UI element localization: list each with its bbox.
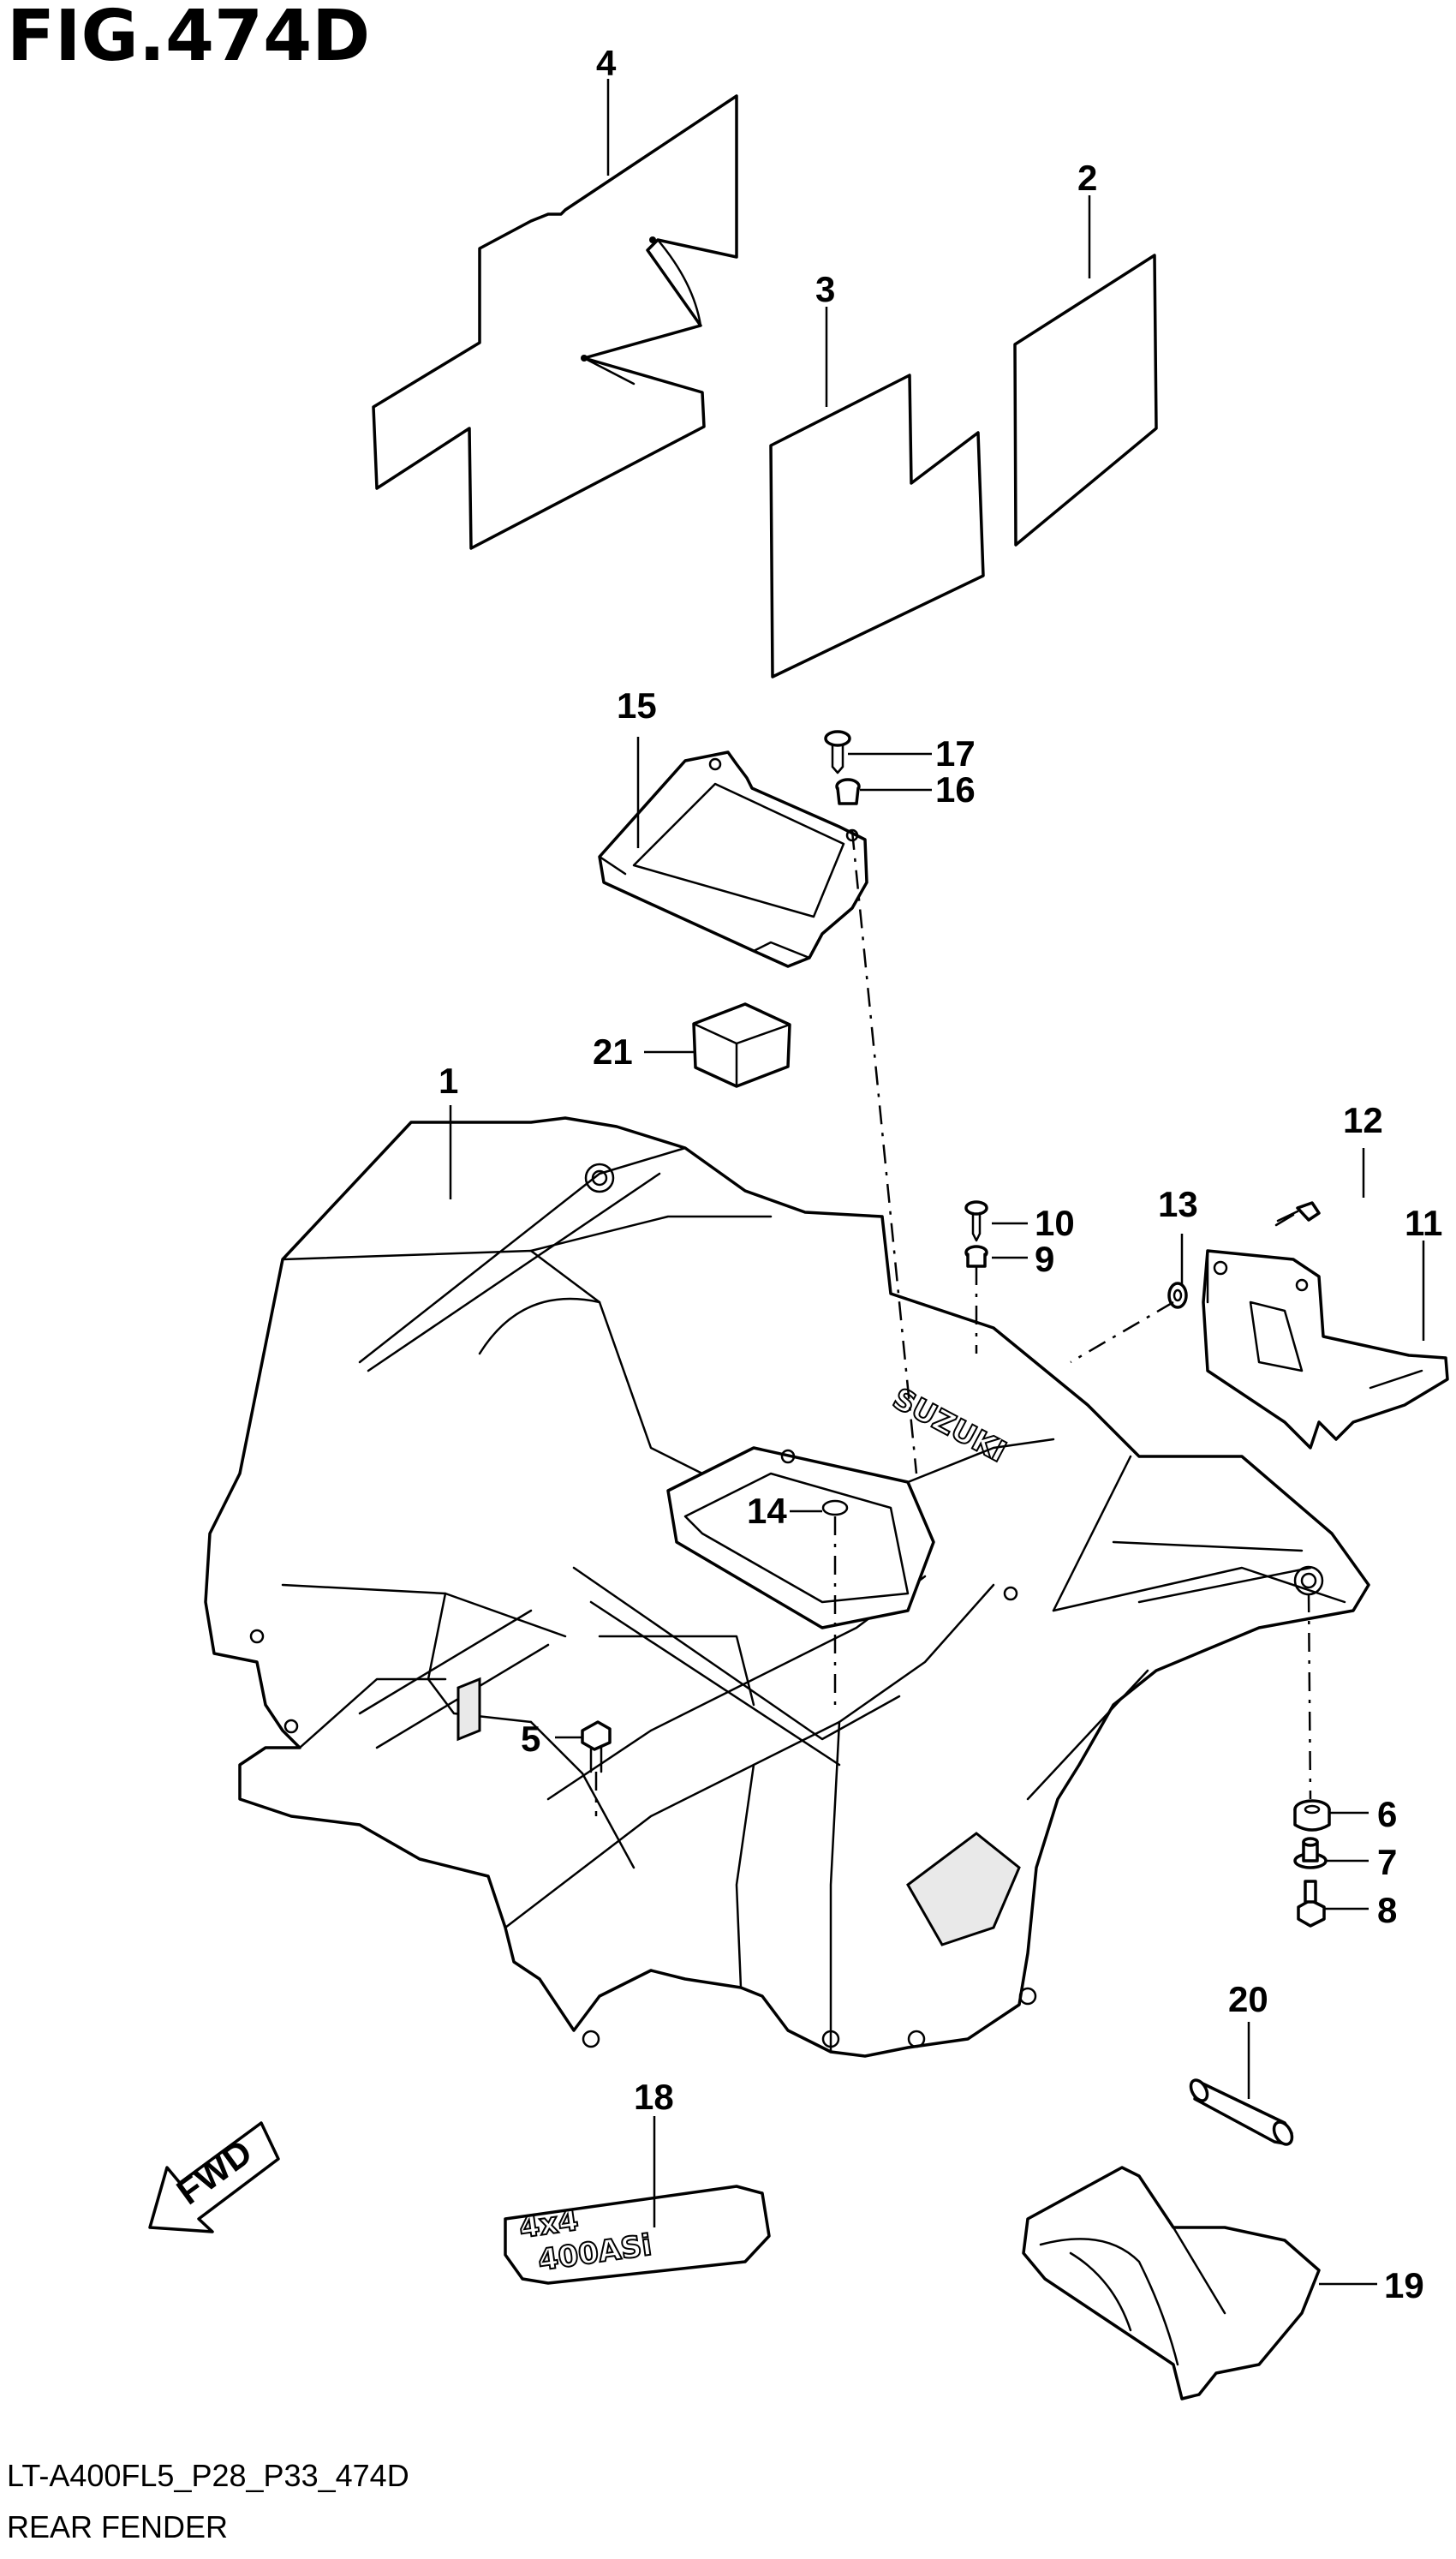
callout-13: 13 (1158, 1184, 1198, 1224)
callout-1: 1 (439, 1061, 458, 1101)
part-8-bolt (1297, 1880, 1326, 1928)
part-18-emblem: 4x4 400ASi (504, 2185, 771, 2285)
part-7-collar (1293, 1837, 1328, 1869)
leader-lines (449, 79, 1425, 2286)
figure-title: FIG.474D (7, 0, 370, 77)
part-13-washer (1167, 1282, 1188, 1309)
part-1-rear-fender: SUZUKI (204, 1116, 1370, 2058)
part-15-tray (598, 750, 868, 968)
callout-19: 19 (1384, 2265, 1424, 2305)
callout-12: 12 (1343, 1100, 1383, 1140)
part-10-screw (964, 1200, 988, 1242)
callout-17: 17 (935, 733, 976, 774)
callout-10: 10 (1035, 1203, 1075, 1243)
callout-3: 3 (815, 269, 835, 309)
part-16-nut (835, 778, 861, 805)
fwd-arrow: FWD (148, 2121, 280, 2233)
part-5-bolt (581, 1720, 612, 1773)
callout-5: 5 (521, 1719, 540, 1759)
callout-9: 9 (1035, 1239, 1054, 1279)
model-code: LT-A400FL5_P28_P33_474D (7, 2458, 409, 2493)
callout-21: 21 (593, 1031, 633, 1072)
part-4-decal (372, 94, 738, 550)
callout-6: 6 (1377, 1794, 1397, 1834)
callout-2: 2 (1077, 158, 1097, 198)
part-6-grommet (1293, 1799, 1331, 1832)
part-9-clip (964, 1245, 988, 1268)
part-17-screw (824, 730, 851, 774)
callout-20: 20 (1228, 1979, 1268, 2019)
callout-15: 15 (617, 685, 657, 726)
callout-8: 8 (1377, 1890, 1397, 1930)
callout-14: 14 (747, 1491, 787, 1531)
part-19-cover (1022, 2166, 1321, 2401)
part-12-screw (1274, 1201, 1321, 1227)
part-2-decal (1013, 254, 1158, 547)
part-11-bracket (1202, 1249, 1449, 1450)
part-20-pipe (1189, 2078, 1294, 2146)
part-21-pad (692, 1002, 791, 1088)
figure-caption: REAR FENDER (7, 2509, 228, 2544)
callout-11: 11 (1405, 1203, 1442, 1243)
callout-18: 18 (634, 2077, 674, 2117)
assembly-lines (594, 830, 1312, 1816)
callout-4: 4 (596, 43, 617, 83)
callout-7: 7 (1377, 1842, 1397, 1882)
callout-labels: 4 2 3 15 17 16 21 1 12 13 11 10 9 14 5 6… (439, 43, 1442, 2305)
part-3-decal (769, 374, 985, 679)
callout-16: 16 (935, 769, 976, 810)
